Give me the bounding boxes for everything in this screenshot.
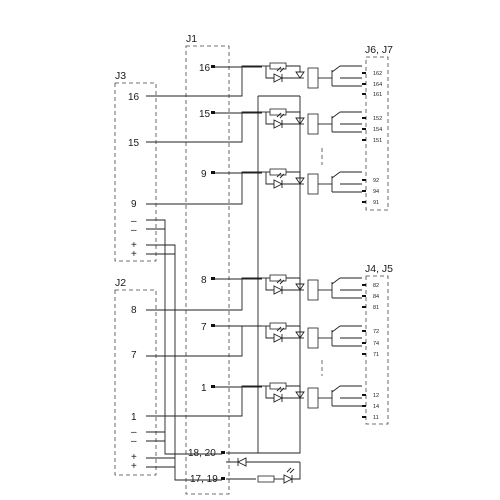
relay-module-4 xyxy=(262,274,362,301)
j2-pin: 8 xyxy=(131,305,137,316)
j1-label: J1 xyxy=(186,33,197,45)
j1-frame xyxy=(185,45,230,495)
contact-label: 94 xyxy=(373,189,379,195)
j1-pin: 18, 20 xyxy=(188,448,216,459)
contact-label: 82 xyxy=(373,283,379,289)
contact-label: 71 xyxy=(373,352,379,358)
j2-pin: 1 xyxy=(131,412,137,423)
j3-label: J3 xyxy=(115,70,126,82)
j4j5-frame xyxy=(365,275,389,425)
power-indicator xyxy=(226,457,301,484)
relay-module-6 xyxy=(262,382,362,409)
j3-pin: 15 xyxy=(128,138,140,149)
contact-label: 11 xyxy=(373,415,379,421)
j1-pin: 7 xyxy=(201,322,207,333)
j3-pin: 9 xyxy=(131,199,137,210)
contact-label: 152 xyxy=(373,116,382,122)
j1-pin: 1 xyxy=(201,383,207,394)
j3-pin: 16 xyxy=(128,92,140,103)
contact-label: 81 xyxy=(373,305,379,311)
contact-label: 154 xyxy=(373,127,382,133)
j3-pin: + xyxy=(131,240,137,251)
j1-pin: 16 xyxy=(199,63,211,74)
contact-dots xyxy=(362,72,366,418)
relay-module-5 xyxy=(262,322,362,376)
contact-label: 14 xyxy=(373,404,379,410)
j3-frame xyxy=(114,82,157,262)
contact-label: 12 xyxy=(373,393,379,399)
j1-pin: 8 xyxy=(201,275,207,286)
j2-pin: + xyxy=(131,461,137,472)
contact-label: 161 xyxy=(373,92,382,98)
j3-pin: – xyxy=(131,216,137,227)
j1-pin: 17, 19 xyxy=(190,474,218,485)
contact-label: 91 xyxy=(373,200,379,206)
j3-pin: + xyxy=(131,249,137,260)
j2-frame xyxy=(114,289,157,476)
j2-pin: 7 xyxy=(131,350,137,361)
contact-label: 162 xyxy=(373,71,382,77)
contact-label: 151 xyxy=(373,138,382,144)
j1-pin-dots xyxy=(211,65,225,480)
j1-pin: 9 xyxy=(201,169,207,180)
j6j7-label: J6, J7 xyxy=(365,44,393,56)
relay-module-3 xyxy=(262,168,362,195)
power-wiring xyxy=(146,95,301,481)
j2-pin: – xyxy=(131,427,137,438)
contact-label: 92 xyxy=(373,178,379,184)
j2-pin: – xyxy=(131,436,137,447)
contact-label: 84 xyxy=(373,294,379,300)
contact-label: 164 xyxy=(373,82,382,88)
signal-wiring xyxy=(146,65,262,417)
j3-pin: – xyxy=(131,225,137,236)
relay-module-2 xyxy=(262,108,362,165)
j2-pin: + xyxy=(131,452,137,463)
j1-pin: 15 xyxy=(199,109,211,120)
relay-module-1 xyxy=(262,62,362,89)
j2-label: J2 xyxy=(115,277,126,289)
j4j5-label: J4, J5 xyxy=(365,263,393,275)
j6j7-frame xyxy=(365,56,389,211)
contact-label: 74 xyxy=(373,341,379,347)
contact-label: 72 xyxy=(373,329,379,335)
